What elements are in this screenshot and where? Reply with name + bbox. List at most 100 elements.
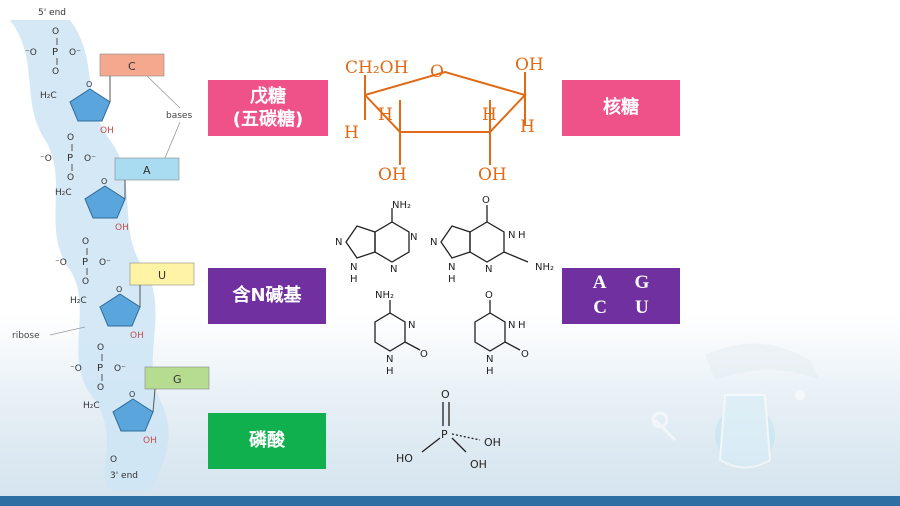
ribose-ch2oh: CH₂OH — [345, 58, 408, 78]
ribose-label: ribose — [12, 331, 40, 341]
h2c-label: H₂C — [70, 296, 87, 306]
guanine-n9: N — [448, 262, 455, 273]
ribose-ring-o: O — [116, 285, 122, 294]
uracil-nh-h: H — [518, 320, 526, 331]
phosphate-o-minus: O⁻ — [114, 364, 126, 374]
cytosine-n1: N — [386, 354, 393, 365]
glycosidic-bond — [152, 388, 156, 413]
ribose-h-c4: H — [344, 123, 359, 143]
phosphoric-acid-structure — [421, 402, 481, 453]
base-letters-box: A G C U — [562, 268, 680, 324]
bases-pointer-line-1 — [146, 75, 181, 109]
ribose-pentagon — [112, 398, 154, 432]
ribose-pointer-line — [49, 326, 86, 336]
guanine-n3: N — [485, 264, 492, 275]
phosphate-ho: HO — [396, 452, 413, 465]
uracil-o2: O — [521, 349, 529, 360]
base-label-box: 含N碱基 — [208, 268, 326, 324]
base-label: 含N碱基 — [232, 285, 302, 307]
base-box — [114, 157, 180, 181]
adenine-structure — [345, 208, 410, 263]
ribose-label-box: 核糖 — [562, 80, 680, 136]
phosphate-p: P — [441, 428, 448, 441]
base-letter: C — [128, 60, 136, 73]
ribose-pentagon — [99, 293, 141, 327]
ribose-ring-o: O — [101, 177, 107, 186]
guanine-o: O — [482, 195, 490, 206]
base-letter: A — [143, 164, 151, 177]
phosphate-neg-o: ⁻O — [55, 258, 67, 268]
three-prime-end-label: 3' end — [110, 471, 138, 481]
phosphate-o-top: O — [52, 27, 59, 37]
ribose-ring-o: O — [129, 390, 135, 399]
base-letter-c: C — [593, 297, 607, 318]
phosphate-o-top: O — [67, 133, 74, 143]
guanine-nh: N — [508, 230, 515, 241]
cytosine-h: H — [386, 366, 394, 377]
rna-backbone-ribbon — [10, 20, 169, 490]
ribose-oh-c2: OH — [478, 165, 507, 185]
uracil-n1: N — [486, 354, 493, 365]
cytosine-structure — [374, 300, 421, 352]
cytosine-nh2: NH₂ — [375, 290, 394, 301]
adenine-n3: N — [390, 264, 397, 275]
pentose-label: 戊糖 — [250, 85, 286, 107]
cytosine-o: O — [420, 349, 428, 360]
pentose-label-box: 戊糖 (五碳糖) — [208, 80, 328, 136]
adenine-n7: N — [335, 237, 342, 248]
ribose-h-c2: H — [482, 105, 497, 125]
uracil-nh: N — [508, 320, 515, 331]
ribose-h-c3: H — [378, 105, 393, 125]
ribose-h-c1: H — [520, 117, 535, 137]
phosphate-o-top: O — [97, 343, 104, 353]
guanine-structure — [440, 205, 529, 263]
phosphate-o-bottom: O — [52, 67, 59, 77]
phosphate-p: P — [97, 363, 103, 374]
ribose-pentagon — [69, 88, 111, 122]
lab-illustration — [651, 343, 820, 469]
phosphate-label-box: 磷酸 — [208, 413, 326, 469]
bases-pointer-line-2 — [164, 121, 181, 159]
base-letter-a: A — [592, 272, 607, 294]
base-letter-u: U — [635, 297, 649, 318]
ribose-pentagon — [84, 185, 126, 219]
uracil-o4: O — [485, 290, 493, 301]
phosphate-o-bottom: O — [82, 277, 89, 287]
adenine-n9: N — [350, 262, 357, 273]
uracil-structure — [474, 300, 521, 352]
phosphate-o-bottom: O — [67, 173, 74, 183]
guanine-h: H — [448, 274, 456, 285]
guanine-n7: N — [430, 237, 437, 248]
ribose-ring-o: O — [86, 80, 92, 89]
phosphate-o-minus: O⁻ — [99, 258, 111, 268]
phosphate-p: P — [82, 257, 88, 268]
ribose-oh-label: OH — [143, 436, 157, 446]
uracil-h: H — [486, 366, 494, 377]
adenine-n1: N — [410, 232, 417, 243]
ribose-ring-oxygen: O — [430, 62, 444, 82]
ribose-oh-label: OH — [130, 331, 144, 341]
adenine-nh2: NH₂ — [392, 200, 411, 211]
phosphate-oh-right: OH — [484, 436, 501, 449]
h2c-label: H₂C — [40, 91, 57, 101]
ribose-oh-c3: OH — [378, 165, 407, 185]
base-box — [99, 53, 165, 77]
pentose-sublabel: (五碳糖) — [232, 109, 304, 130]
guanine-nh-h: H — [518, 230, 526, 241]
phosphate-o-double: O — [441, 388, 450, 401]
base-box — [129, 262, 195, 286]
base-letter: G — [173, 373, 182, 386]
h2c-label: H₂C — [55, 188, 72, 198]
base-box — [144, 366, 210, 390]
phosphate-o-top: O — [82, 237, 89, 247]
base-letter-g: G — [634, 272, 650, 294]
phosphate-neg-o: ⁻O — [25, 48, 37, 58]
cytosine-n3: N — [408, 320, 415, 331]
phosphate-o-minus: O⁻ — [84, 154, 96, 164]
ribose-structure — [364, 70, 527, 165]
bases-label: bases — [166, 111, 192, 121]
ribose-oh-label: OH — [100, 126, 114, 136]
ribose-label: 核糖 — [603, 97, 639, 119]
